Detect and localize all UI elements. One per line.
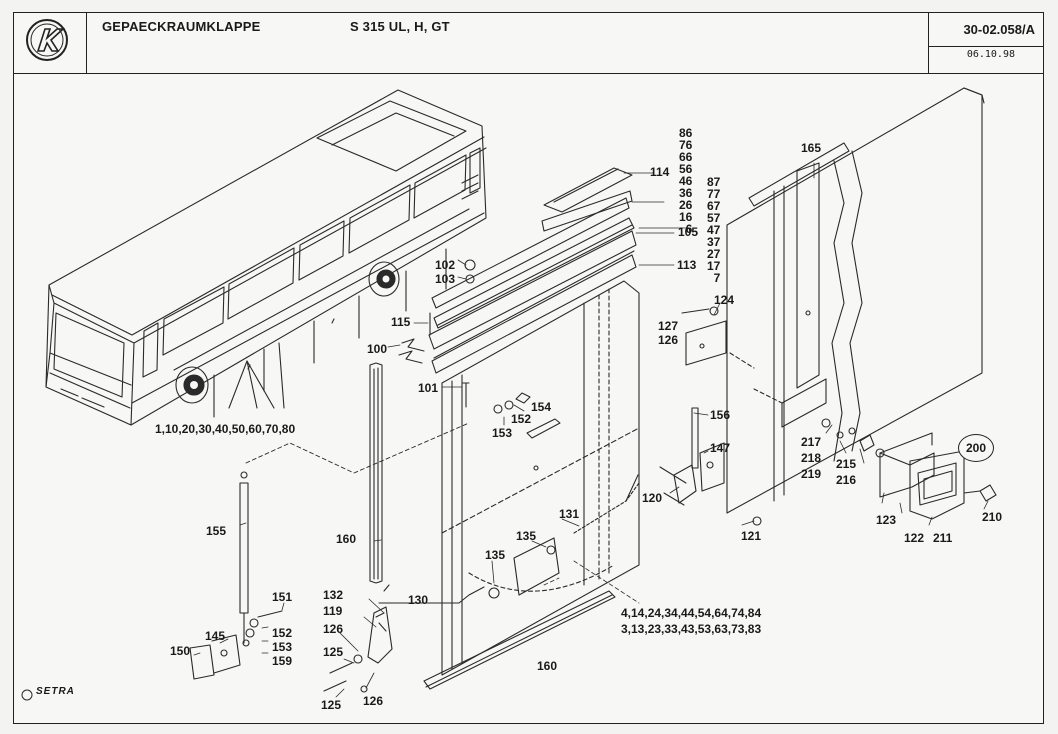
part-label: 114 bbox=[650, 165, 670, 179]
hinge-assembly-right bbox=[659, 306, 762, 526]
part-label: 131 bbox=[559, 507, 580, 521]
part-label: 120 bbox=[642, 491, 663, 505]
dashed-leader bbox=[245, 422, 470, 474]
part-label: 156 bbox=[710, 408, 731, 422]
model-designation: S 315 UL, H, GT bbox=[350, 19, 450, 34]
part-number: 36 bbox=[679, 186, 693, 200]
part-label: 217 bbox=[801, 435, 822, 449]
part-label: 103 bbox=[435, 272, 456, 286]
part-label: 126 bbox=[363, 694, 384, 708]
part-label: 151 bbox=[272, 590, 293, 604]
part-label: 216 bbox=[836, 473, 857, 487]
part-label: 126 bbox=[323, 622, 344, 636]
part-label: 101 bbox=[418, 381, 439, 395]
reference-numbers: 3,13,23,33,43,53,63,73,83 bbox=[621, 622, 762, 636]
part-number: 57 bbox=[707, 211, 721, 225]
part-number: 16 bbox=[679, 210, 693, 224]
title-block: GEPAECKRAUMKLAPPE S 315 UL, H, GT 30-02.… bbox=[14, 13, 1043, 74]
doc-info-cell: 30-02.058/A 06.10.98 bbox=[928, 13, 1043, 73]
part-label: 135 bbox=[516, 529, 537, 543]
part-label: 119 bbox=[323, 604, 343, 618]
hinge-assembly-left bbox=[323, 584, 485, 693]
page-title: GEPAECKRAUMKLAPPE bbox=[102, 19, 261, 34]
logo-cell bbox=[14, 13, 87, 73]
handle-lock-assembly bbox=[821, 418, 997, 520]
bus-reference-numbers: 1,10,20,30,40,50,60,70,80 bbox=[155, 422, 296, 436]
part-label: 153 bbox=[492, 426, 513, 440]
part-number-stack-left: 86 76 66 56 46 36 26 16 6 bbox=[679, 127, 692, 235]
part-number: 27 bbox=[707, 247, 721, 261]
part-label: 115 bbox=[391, 315, 411, 329]
part-label: 165 bbox=[801, 141, 822, 155]
part-number: 6 bbox=[685, 222, 693, 236]
part-number: 17 bbox=[707, 259, 721, 273]
part-label: 135 bbox=[485, 548, 506, 562]
part-number: 7 bbox=[713, 271, 721, 285]
part-number: 66 bbox=[679, 150, 693, 164]
part-number: 47 bbox=[707, 223, 721, 237]
door-panel bbox=[441, 280, 640, 676]
seal-profile-bottom bbox=[423, 590, 616, 690]
part-label: 160 bbox=[537, 659, 558, 673]
part-label: 132 bbox=[323, 588, 344, 602]
body-side-panel bbox=[726, 87, 985, 514]
part-label: 130 bbox=[408, 593, 429, 607]
part-number: 56 bbox=[679, 162, 693, 176]
reference-numbers: 4,14,24,34,44,54,64,74,84 bbox=[621, 606, 762, 620]
part-label: 159 bbox=[272, 654, 293, 668]
fasteners-top bbox=[398, 259, 531, 414]
part-number: 37 bbox=[707, 235, 721, 249]
part-label: 153 bbox=[272, 640, 293, 654]
part-number: 86 bbox=[679, 126, 693, 140]
part-label: 160 bbox=[336, 532, 357, 546]
part-label: 126 bbox=[658, 333, 679, 347]
part-number: 46 bbox=[679, 174, 693, 188]
setra-brand: SETRA bbox=[36, 686, 75, 697]
part-label: 150 bbox=[170, 644, 191, 658]
gas-strut-155 bbox=[189, 471, 283, 680]
part-number: 76 bbox=[679, 138, 693, 152]
part-label: 113 bbox=[677, 258, 697, 272]
part-label: 218 bbox=[801, 451, 822, 465]
part-label: 124 bbox=[714, 293, 735, 307]
part-number: 87 bbox=[707, 175, 721, 189]
top-strips bbox=[428, 167, 637, 374]
bus-illustration bbox=[45, 89, 487, 426]
part-label: 100 bbox=[367, 342, 388, 356]
part-number: 67 bbox=[707, 199, 721, 213]
part-label: 147 bbox=[710, 441, 731, 455]
part-label: 211 bbox=[933, 531, 953, 545]
part-label: 102 bbox=[435, 258, 456, 272]
part-number-stack-right: 87 77 67 57 47 37 27 17 7 bbox=[707, 176, 720, 284]
part-label: 123 bbox=[876, 513, 897, 527]
part-label: 122 bbox=[904, 531, 925, 545]
part-number: 77 bbox=[707, 187, 721, 201]
callout-badge: 200 bbox=[958, 434, 994, 462]
part-label: 215 bbox=[836, 457, 857, 471]
part-label: 219 bbox=[801, 467, 822, 481]
part-label: 154 bbox=[531, 400, 552, 414]
part-label: 145 bbox=[205, 629, 226, 643]
part-label: 127 bbox=[658, 319, 679, 333]
drawing-sheet: GEPAECKRAUMKLAPPE S 315 UL, H, GT 30-02.… bbox=[13, 12, 1044, 724]
part-label: 125 bbox=[321, 698, 342, 712]
kassbohrer-logo bbox=[26, 19, 68, 61]
setra-mark-icon bbox=[21, 689, 33, 701]
part-number: 26 bbox=[679, 198, 693, 212]
document-number: 30-02.058/A bbox=[963, 22, 1035, 37]
part-label: 152 bbox=[511, 412, 532, 426]
leader-lines bbox=[193, 162, 989, 698]
divider bbox=[929, 46, 1043, 47]
document-date: 06.10.98 bbox=[966, 49, 1015, 60]
part-label: 105 bbox=[678, 225, 699, 239]
part-label: 125 bbox=[323, 645, 344, 659]
part-label: 155 bbox=[206, 524, 227, 538]
exploded-view-drawing bbox=[21, 87, 997, 701]
seal-profile-vertical bbox=[369, 362, 383, 584]
part-label: 121 bbox=[741, 529, 762, 543]
part-label: 152 bbox=[272, 626, 293, 640]
part-label: 210 bbox=[982, 510, 1003, 524]
